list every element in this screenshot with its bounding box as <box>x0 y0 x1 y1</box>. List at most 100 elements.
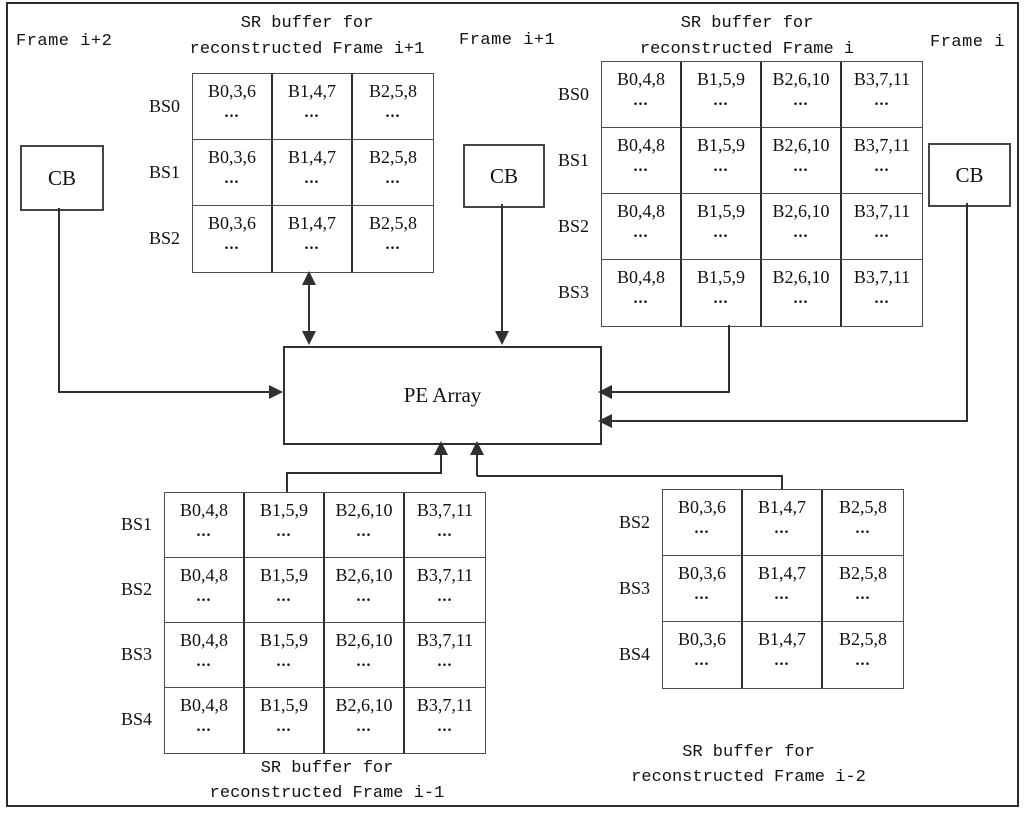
buffer-cell-value: B2,6,10 <box>772 135 830 155</box>
buffer-cell: B2,6,10... <box>325 558 405 623</box>
arrow-right-icon <box>269 385 283 399</box>
connector-line <box>966 203 968 422</box>
frame-i2-label: Frame i+2 <box>16 32 113 51</box>
buffer-cell-ellipsis: ... <box>774 520 790 537</box>
buffer-cell-ellipsis: ... <box>874 158 890 175</box>
buffer-cell-value: B0,3,6 <box>677 497 726 517</box>
buffer-cell-value: B1,4,7 <box>287 81 336 101</box>
row-label: BS1 <box>557 149 589 170</box>
buffer-cell-ellipsis: ... <box>356 523 372 540</box>
buffer-cell-value: B3,7,11 <box>853 267 911 287</box>
buffer-cell-ellipsis: ... <box>356 588 372 605</box>
bottom-right-buffer-caption-line1: SR buffer for <box>682 743 815 762</box>
top-right-buffer-title-line2: reconstructed Frame i <box>639 40 855 59</box>
buffer-cell: B1,4,7... <box>273 74 353 140</box>
buffer-cell-ellipsis: ... <box>437 588 453 605</box>
buffer-cell: B2,6,10... <box>325 688 405 753</box>
buffer-cell-value: B2,5,8 <box>368 81 417 101</box>
connector-line <box>612 420 968 422</box>
buffer-cell: B2,5,8... <box>353 140 433 206</box>
row-label: BS0 <box>557 83 589 104</box>
buffer-cell-value: B3,7,11 <box>416 695 474 715</box>
buffer-cell-ellipsis: ... <box>196 718 212 735</box>
row-label: BS3 <box>120 644 152 664</box>
buffer-cell-ellipsis: ... <box>385 170 401 187</box>
buffer-cell: B0,3,6... <box>663 490 743 556</box>
buffer-cell-value: B1,4,7 <box>757 563 806 583</box>
row-label: BS1 <box>120 514 152 534</box>
buffer-cell-ellipsis: ... <box>276 523 292 540</box>
buffer-cell-ellipsis: ... <box>793 92 809 109</box>
buffer-cell-value: B1,5,9 <box>696 267 745 287</box>
row-label: BS1 <box>148 161 180 182</box>
buffer-cell-value: B3,7,11 <box>416 630 474 650</box>
buffer-cell: B1,5,9... <box>682 194 762 260</box>
buffer-cell-value: B2,5,8 <box>838 629 887 649</box>
buffer-cell-value: B2,6,10 <box>335 630 393 650</box>
buffer-cell-value: B3,7,11 <box>416 500 474 520</box>
top-left-buffer-title-line1: SR buffer for <box>240 14 374 33</box>
connector-line <box>477 475 783 477</box>
buffer-cell-ellipsis: ... <box>224 104 240 121</box>
buffer-grid: B0,3,6...B1,4,7...B2,5,8...B0,3,6...B1,4… <box>662 489 904 689</box>
connector-line <box>501 204 503 332</box>
buffer-cell: B0,4,8... <box>602 62 682 128</box>
buffer-cell-value: B2,6,10 <box>772 201 830 221</box>
buffer-cell-ellipsis: ... <box>874 92 890 109</box>
cb-box-frame-i: CB <box>928 143 1011 207</box>
connector-line <box>308 284 310 332</box>
buffer-cell: B2,5,8... <box>823 490 903 556</box>
arrow-up-icon <box>302 271 316 285</box>
buffer-cell-ellipsis: ... <box>385 104 401 121</box>
buffer-cell-value: B1,5,9 <box>259 565 308 585</box>
buffer-cell: B3,7,11... <box>405 623 485 688</box>
arrow-up-icon <box>470 441 484 455</box>
buffer-cell-ellipsis: ... <box>713 224 729 241</box>
buffer-cell-ellipsis: ... <box>694 652 710 669</box>
row-label: BS0 <box>148 95 180 116</box>
buffer-cell-ellipsis: ... <box>633 92 649 109</box>
buffer-cell-ellipsis: ... <box>633 158 649 175</box>
buffer-cell-ellipsis: ... <box>356 718 372 735</box>
buffer-cell: B2,5,8... <box>823 622 903 688</box>
buffer-cell-ellipsis: ... <box>793 224 809 241</box>
pe-array-box: PE Array <box>283 346 602 445</box>
buffer-cell-ellipsis: ... <box>437 653 453 670</box>
buffer-cell: B1,5,9... <box>245 558 325 623</box>
connector-line <box>728 325 730 393</box>
buffer-cell: B1,5,9... <box>682 128 762 194</box>
buffer-cell-ellipsis: ... <box>874 224 890 241</box>
buffer-cell-ellipsis: ... <box>224 170 240 187</box>
buffer-cell-value: B0,3,6 <box>207 81 256 101</box>
buffer-cell-value: B0,3,6 <box>207 147 256 167</box>
buffer-cell: B2,6,10... <box>325 493 405 558</box>
buffer-cell-ellipsis: ... <box>793 290 809 307</box>
buffer-cell-ellipsis: ... <box>276 588 292 605</box>
buffer-cell: B0,4,8... <box>165 493 245 558</box>
buffer-cell-ellipsis: ... <box>196 523 212 540</box>
buffer-cell-value: B2,6,10 <box>335 695 393 715</box>
buffer-cell-ellipsis: ... <box>304 236 320 253</box>
top-right-buffer-title: SR buffer for reconstructed Frame i <box>607 11 887 63</box>
arrow-left-icon <box>598 414 612 428</box>
buffer-cell: B3,7,11... <box>842 194 922 260</box>
buffer-cell-ellipsis: ... <box>437 718 453 735</box>
buffer-cell-ellipsis: ... <box>874 290 890 307</box>
buffer-cell: B1,4,7... <box>273 140 353 206</box>
buffer-cell: B1,4,7... <box>743 622 823 688</box>
buffer-cell-ellipsis: ... <box>855 520 871 537</box>
row-label: BS2 <box>618 511 650 532</box>
connector-line <box>476 454 478 476</box>
buffer-grid: B0,4,8...B1,5,9...B2,6,10...B3,7,11...B0… <box>601 61 923 327</box>
buffer-cell: B3,7,11... <box>842 62 922 128</box>
buffer-cell: B0,4,8... <box>165 623 245 688</box>
buffer-cell: B0,3,6... <box>663 622 743 688</box>
buffer-cell: B2,5,8... <box>823 556 903 622</box>
buffer-cell-value: B3,7,11 <box>853 69 911 89</box>
buffer-cell-value: B0,3,6 <box>677 563 726 583</box>
